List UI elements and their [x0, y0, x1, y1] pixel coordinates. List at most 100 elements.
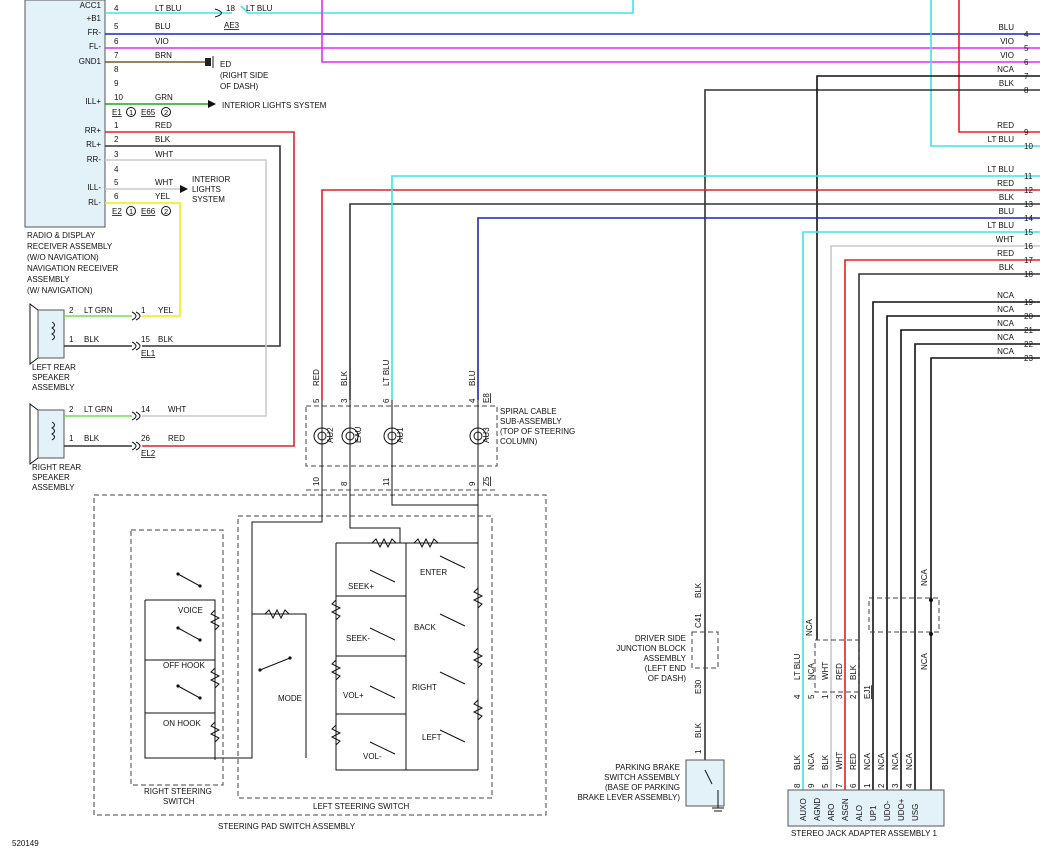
sp-line-1 — [144, 492, 323, 759]
sc-title-1: SPIRAL CABLE — [500, 407, 557, 416]
wire-vio-to-6 — [321, 0, 1040, 63]
rw-num-20: 20 — [1024, 312, 1033, 321]
ls-title-1: LEFT REAR — [32, 363, 76, 372]
sc-bottom-pin-1: 10 — [312, 477, 321, 486]
wire-blk-2 — [105, 145, 281, 347]
sp-line-3 — [391, 492, 478, 506]
sc-bottom-pin-4: 9 — [468, 481, 477, 486]
radio-receiver: ACC1 +B1 FR- FL- GND1 ILL+ RR+ RL+ RR- I… — [24, 0, 118, 295]
ls-color-a2: YEL — [158, 306, 174, 315]
ls-resistors-left — [330, 599, 342, 746]
ls-resistors-top — [371, 537, 439, 549]
jb-title-1: DRIVER SIDE — [635, 634, 686, 643]
rs-resistor-1 — [209, 609, 221, 631]
rw-color-14: BLU — [998, 207, 1014, 216]
sj-pin-color-4: WHT — [835, 752, 844, 770]
rw-num-10: 10 — [1024, 142, 1033, 151]
sj-up-pin-4: 3 — [835, 694, 844, 699]
rw-num-8: 8 — [1024, 86, 1029, 95]
rw-color-15: LT BLU — [988, 221, 1015, 230]
sj-label-5: ALO — [855, 805, 864, 821]
rs-title-2: SWITCH — [163, 797, 195, 806]
sj-label-9: USG — [911, 804, 920, 821]
interior-lights-label: INTERIOR LIGHTS SYSTEM — [222, 101, 327, 110]
left-speaker-cone — [29, 303, 39, 365]
wire-yel-6 — [105, 202, 181, 317]
rs-color-b: BLK — [84, 434, 100, 443]
ls-color-a: LT GRN — [84, 306, 113, 315]
sj-label-3: ARO — [827, 804, 836, 821]
sc-bottom-pin-2: 8 — [340, 481, 349, 486]
bottom-pin-3: 3 — [114, 150, 119, 159]
right-verticals — [321, 0, 1040, 790]
stereo-jack: NCA NCA NCA LT BLU NCA WHT RED BLK 4 5 1… — [787, 568, 945, 838]
receiver-title-2: RECEIVER ASSEMBLY — [27, 242, 113, 251]
rw-num-15: 15 — [1024, 228, 1033, 237]
sc-conn-bottom: Z5 — [482, 476, 491, 486]
rs-rungs — [145, 659, 215, 714]
conn-e2-num: 1 — [129, 207, 133, 216]
junction-block: BLK C41 E30 DRIVER SIDE JUNCTION BLOCK A… — [616, 582, 719, 694]
rw-num-21: 21 — [1024, 326, 1033, 335]
ls-title: LEFT STEERING SWITCH — [313, 802, 410, 811]
sj-up-color-1: LT BLU — [793, 653, 802, 680]
ls-title-2: SPEAKER — [32, 373, 70, 382]
wire-nca-21 — [900, 329, 1040, 790]
sc-top-pin-4: 4 — [468, 398, 477, 403]
ls-pin-a2: 1 — [141, 306, 146, 315]
right-speaker-coil — [51, 421, 55, 441]
bottom-pin-2: 2 — [114, 135, 119, 144]
sj-title: STEREO JACK ADAPTER ASSEMBLY 1 — [791, 829, 938, 838]
rw-color-10: LT BLU — [988, 135, 1015, 144]
wire-red-12 — [321, 189, 1040, 400]
rs-title-3: ASSEMBLY — [32, 483, 75, 492]
connector-right-a — [131, 411, 141, 421]
ls-color-b2: BLK — [158, 335, 174, 344]
jb-title-4: (LEFT END — [645, 664, 686, 673]
bottom-pin-1: 1 — [114, 121, 119, 130]
top-pin-4: 4 — [114, 4, 119, 13]
ground-label-1: ED — [220, 60, 231, 69]
left-switch-box — [237, 515, 493, 799]
connector-left-b — [131, 341, 141, 351]
top-color-5: BLU — [155, 22, 171, 31]
left-speaker-icon — [37, 309, 65, 359]
wire-red-9 — [958, 0, 1040, 133]
sc-color-2: BLK — [340, 370, 349, 386]
sj-pin-num-1: 8 — [793, 783, 802, 788]
rw-color-5: VIO — [1000, 37, 1014, 46]
jb-title-2: JUNCTION BLOCK — [616, 644, 686, 653]
ground-label-2: (RIGHT SIDE — [220, 71, 268, 80]
receiver-title-1: RADIO & DISPLAY — [27, 231, 96, 240]
rw-color-11: LT BLU — [988, 165, 1015, 174]
rs-pin-b2: 26 — [141, 434, 150, 443]
rs-title-1: RIGHT STEERING — [144, 787, 212, 796]
rs-bus — [145, 599, 216, 760]
bottom-pin-6: 6 — [114, 192, 119, 201]
top-pin-18: 18 — [226, 4, 235, 13]
sj-right-nca-1: NCA — [920, 652, 929, 670]
pin-ill-plus: ILL+ — [85, 97, 101, 106]
rw-color-12: RED — [997, 179, 1014, 188]
rw-num-18: 18 — [1024, 270, 1033, 279]
rw-num-17: 17 — [1024, 256, 1033, 265]
rw-color-20: NCA — [997, 305, 1015, 314]
sc-coil-1: AU2 — [326, 427, 335, 443]
pb-title-4: BRAKE LEVER ASSEMBLY) — [577, 793, 680, 802]
top-color-10: GRN — [155, 93, 173, 102]
ground-label-3: OF DASH) — [220, 82, 259, 91]
wire-blk-13 — [349, 203, 1040, 400]
ls-pin-b: 1 — [69, 335, 74, 344]
right-rear-speaker: 2 LT GRN 14 WHT 1 BLK 26 RED EL2 RIGHT R… — [29, 403, 186, 492]
wire-nca-23 — [930, 357, 1040, 790]
ls-right: RIGHT — [412, 683, 437, 692]
ls-color-b: BLK — [84, 335, 100, 344]
steering-pad-box — [93, 494, 547, 816]
wire-blk-8 — [704, 89, 1040, 770]
connector-ae3 — [214, 8, 222, 18]
sc-bottom-pin-3: 11 — [382, 477, 391, 486]
top-color-7: BRN — [155, 51, 172, 60]
conn-e65-num: 2 — [164, 108, 168, 117]
rs-color-a2: WHT — [168, 405, 186, 414]
